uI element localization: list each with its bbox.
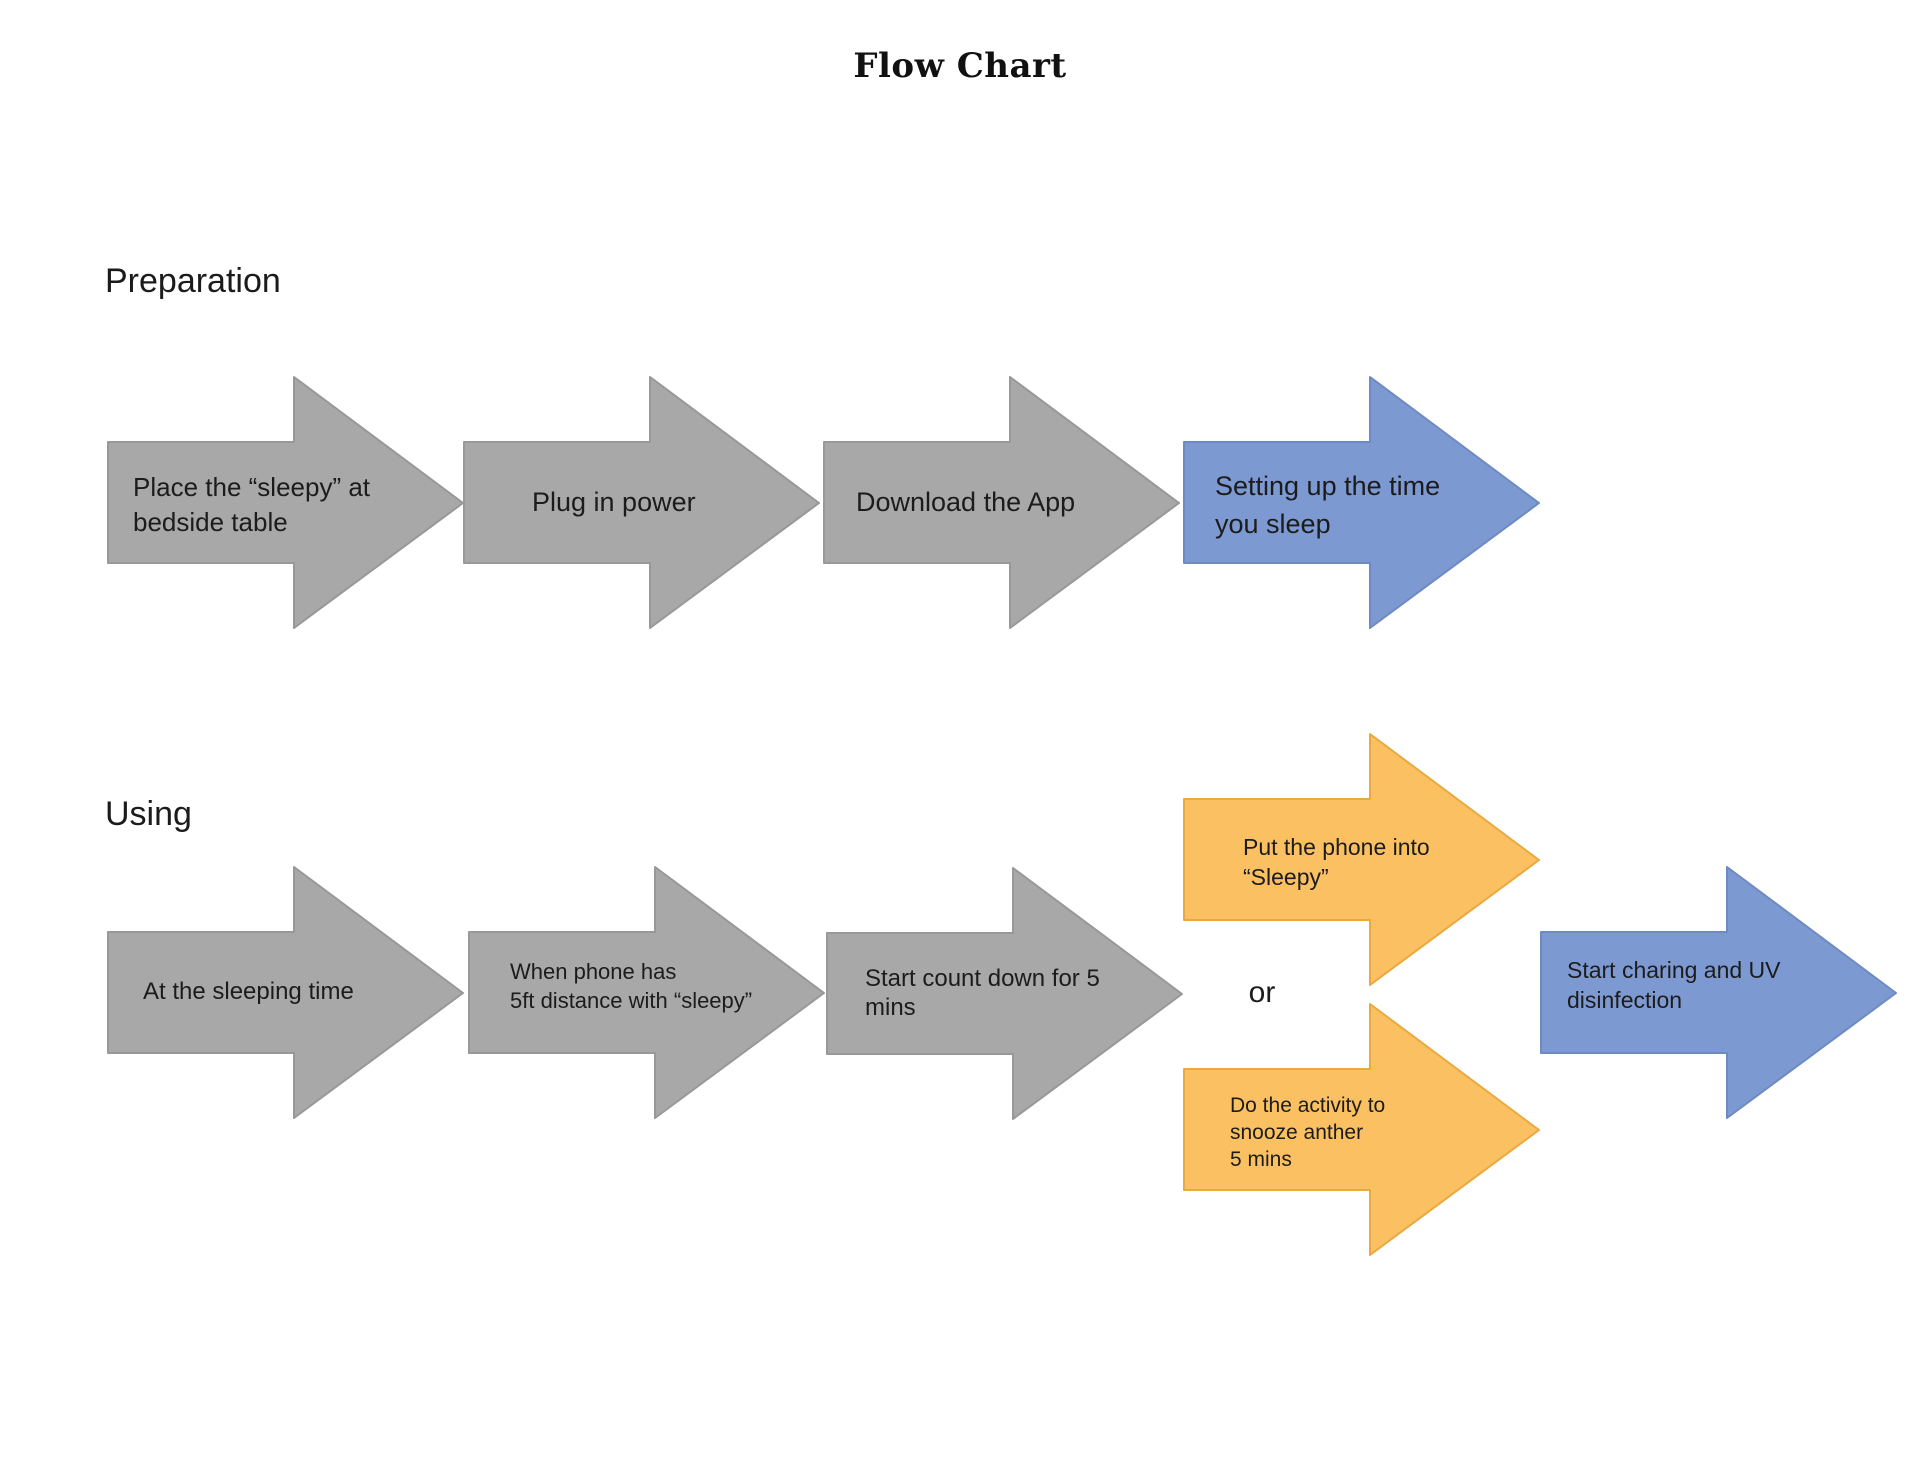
step-place-sleepy-right-arrow-shape [107,376,464,629]
step-download-app: Download the App [823,375,1181,630]
section-label-preparation: Preparation [105,262,281,300]
step-download-app-right-arrow-shape [823,376,1180,629]
step-charge-uv-label: Start charing and UV disinfection [1567,957,1781,1013]
step-plug-in-power-label: Plug in power [532,487,696,517]
step-at-sleeping-time: At the sleeping time [107,865,465,1120]
step-phone-distance-label: When phone has 5ft distance with “sleepy… [510,959,753,1013]
step-plug-in-power: Plug in power [463,375,821,630]
step-countdown: Start count down for 5 mins [826,866,1184,1121]
step-snooze-activity: Do the activity to snooze anther 5 mins [1183,1002,1541,1257]
step-setup-sleep-time-right-arrow-shape [1183,376,1540,629]
step-charge-uv: Start charing and UV disinfection [1540,865,1898,1120]
step-at-sleeping-time-label: At the sleeping time [143,978,354,1005]
step-phone-distance-right-arrow-shape [468,866,825,1119]
step-setup-sleep-time: Setting up the time you sleep [1183,375,1541,630]
section-label-using: Using [105,795,192,833]
step-charge-uv-right-arrow-shape [1540,866,1897,1119]
step-put-phone-sleepy: Put the phone into “Sleepy” [1183,732,1541,987]
page-title: Flow Chart [853,46,1067,86]
step-countdown-label: Start count down for 5 mins [865,965,1100,1021]
step-phone-distance: When phone has 5ft distance with “sleepy… [468,865,826,1120]
step-download-app-label: Download the App [856,487,1076,517]
step-countdown-right-arrow-shape [826,867,1183,1120]
step-place-sleepy: Place the “sleepy” at bedside table [107,375,465,630]
or-connector-label: or [1248,976,1276,1009]
step-snooze-activity-right-arrow-shape [1183,1003,1540,1256]
step-put-phone-sleepy-right-arrow-shape [1183,733,1540,986]
step-put-phone-sleepy-label: Put the phone into “Sleepy” [1243,834,1430,890]
step-snooze-activity-label: Do the activity to snooze anther 5 mins [1230,1094,1386,1171]
step-at-sleeping-time-right-arrow-shape [107,866,464,1119]
step-plug-in-power-right-arrow-shape [463,376,820,629]
step-setup-sleep-time-label: Setting up the time you sleep [1215,471,1441,539]
step-place-sleepy-label: Place the “sleepy” at bedside table [133,472,371,537]
